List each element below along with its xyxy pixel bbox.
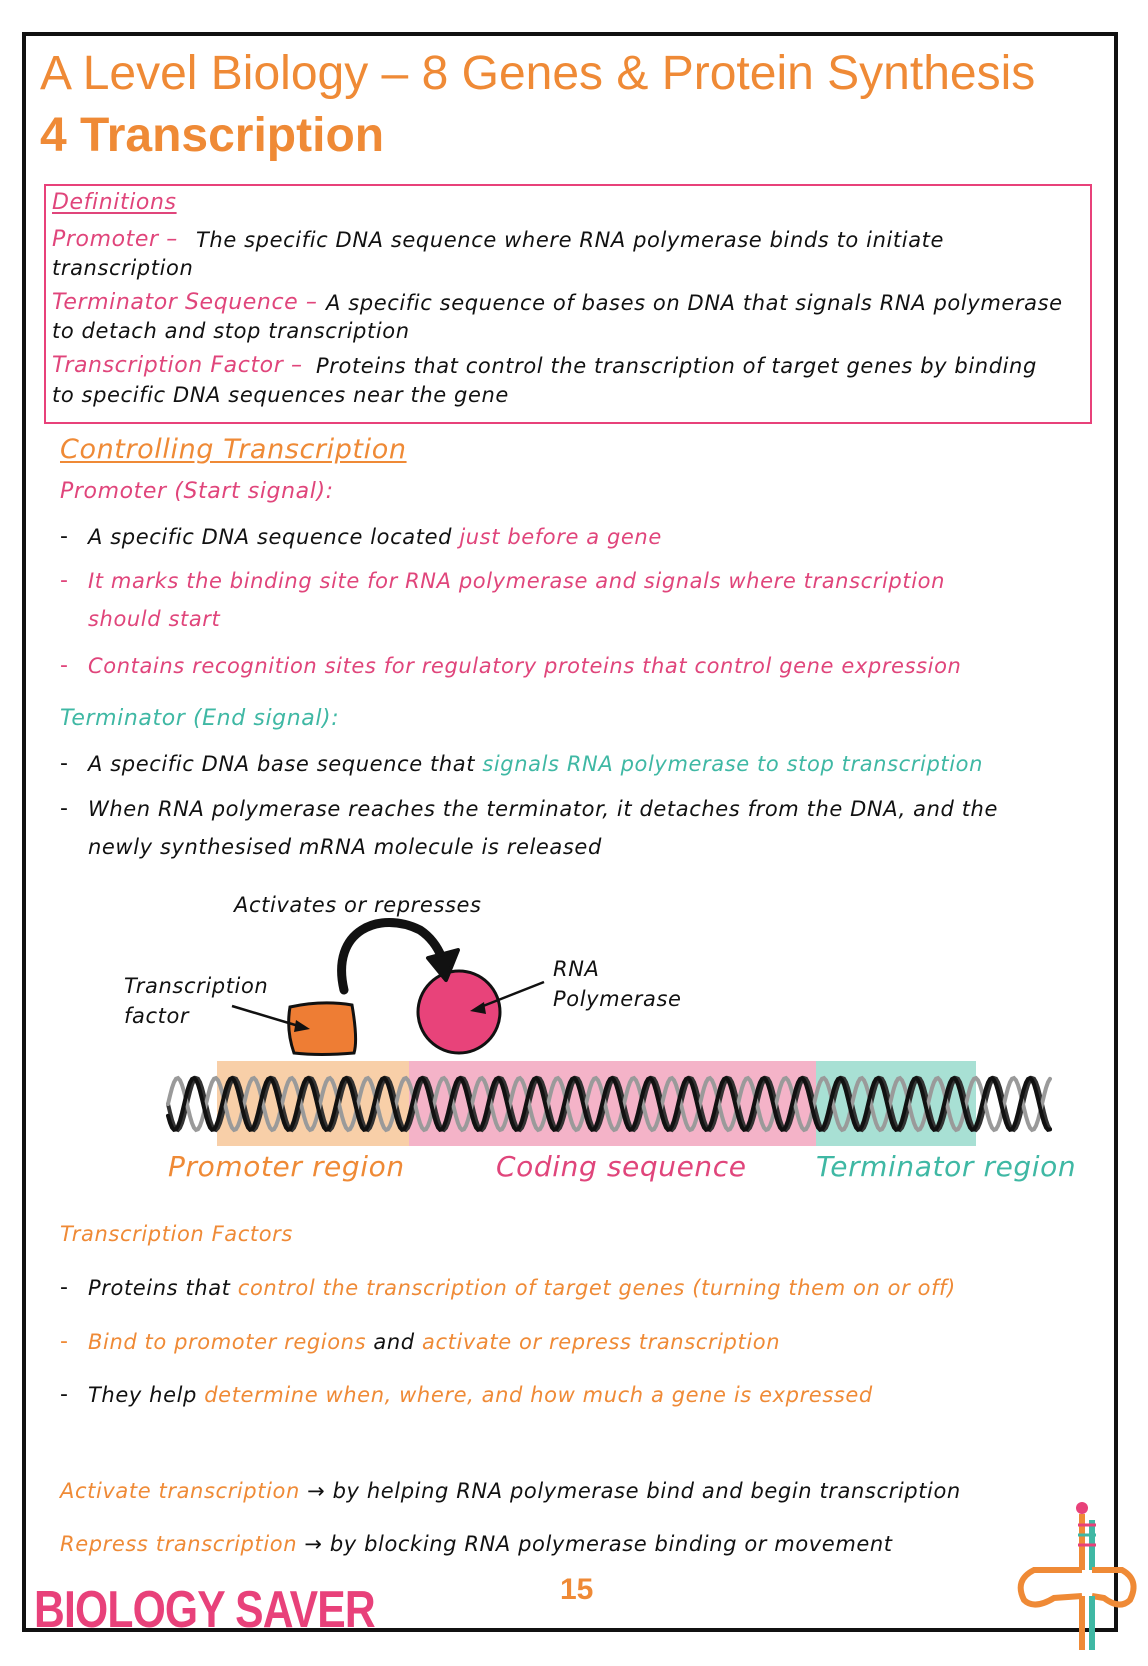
def-terminator-text: A specific sequence of bases on DNA that…: [326, 291, 1063, 315]
def-terminator-text-2: to detach and stop transcription: [52, 319, 410, 343]
def-terminator-term: Terminator Sequence –: [52, 290, 318, 315]
tf-heading: Transcription Factors: [60, 1222, 293, 1246]
page-title: A Level Biology – 8 Genes & Protein Synt…: [40, 47, 1036, 100]
rna-pol-label-2: Polymerase: [553, 987, 682, 1011]
promoter-bullet-3: Contains recognition sites for regulator…: [88, 654, 962, 678]
coding-sequence-label: Coding sequence: [496, 1150, 747, 1183]
page-frame: [22, 32, 1118, 1632]
dna-strand: [166, 1075, 1052, 1133]
definitions-heading: Definitions: [52, 190, 177, 215]
dna-helix: [166, 1075, 1052, 1133]
terminator-bullet-2-cont: newly synthesised mRNA molecule is relea…: [88, 835, 602, 859]
def-tf-text-2: to specific DNA sequences near the gene: [52, 383, 509, 407]
page-subtitle: 4 Transcription: [40, 109, 385, 162]
promoter-region-label: Promoter region: [168, 1150, 405, 1183]
bullet-dash: -: [60, 796, 68, 821]
bullet-dash: -: [60, 751, 68, 776]
controlling-heading: Controlling Transcription: [60, 434, 407, 465]
terminator-heading: Terminator (End signal):: [60, 706, 340, 731]
tf-bullet-2: Bind to promoter regions and activate or…: [88, 1330, 781, 1354]
dna-strand: [166, 1075, 1052, 1132]
tf-label-2: factor: [124, 1004, 190, 1028]
activates-arrow: [337, 918, 447, 995]
page-number: 15: [560, 1573, 594, 1606]
bullet-dash: -: [60, 1329, 68, 1354]
terminator-bullet-2: When RNA polymerase reaches the terminat…: [88, 797, 998, 821]
activates-label: Activates or represses: [234, 893, 482, 917]
bullet-dash: -: [60, 1275, 68, 1300]
definitions-box: [44, 184, 1092, 424]
def-promoter-text: The specific DNA sequence where RNA poly…: [196, 228, 945, 252]
def-tf-term: Transcription Factor –: [52, 353, 303, 378]
bullet-dash: -: [60, 524, 68, 549]
terminator-bullet-1: A specific DNA base sequence that signal…: [88, 752, 984, 776]
rna-polymerase-shape: [416, 969, 502, 1055]
repress-line: Repress transcription → by blocking RNA …: [60, 1532, 893, 1556]
tf-bullet-1: Proteins that control the transcription …: [88, 1276, 956, 1300]
def-promoter-term: Promoter –: [52, 227, 178, 252]
terminator-region-label: Terminator region: [816, 1150, 1077, 1183]
promoter-bullet-2-cont: should start: [88, 607, 221, 631]
def-promoter-text-2: transcription: [52, 256, 194, 280]
promoter-bullet-2: It marks the binding site for RNA polyme…: [88, 569, 945, 593]
trna-icon: [1017, 1502, 1137, 1650]
promoter-heading: Promoter (Start signal):: [60, 479, 334, 504]
bullet-dash: -: [60, 568, 68, 593]
biology-saver-logo: BIOLOGY SAVER: [34, 1581, 376, 1639]
activate-line: Activate transcription → by helping RNA …: [60, 1479, 961, 1503]
transcription-factor-shape: [287, 1001, 358, 1056]
bullet-dash: -: [60, 1382, 68, 1407]
rna-pol-label: RNA: [553, 957, 600, 981]
dna-strand: [166, 1075, 1052, 1133]
tf-bullet-3: They help determine when, where, and how…: [88, 1383, 873, 1407]
def-tf-text: Proteins that control the transcription …: [316, 354, 1037, 378]
tf-label: Transcription: [124, 974, 269, 998]
promoter-bullet-1: A specific DNA sequence located just bef…: [88, 525, 662, 549]
bullet-dash: -: [60, 653, 68, 678]
